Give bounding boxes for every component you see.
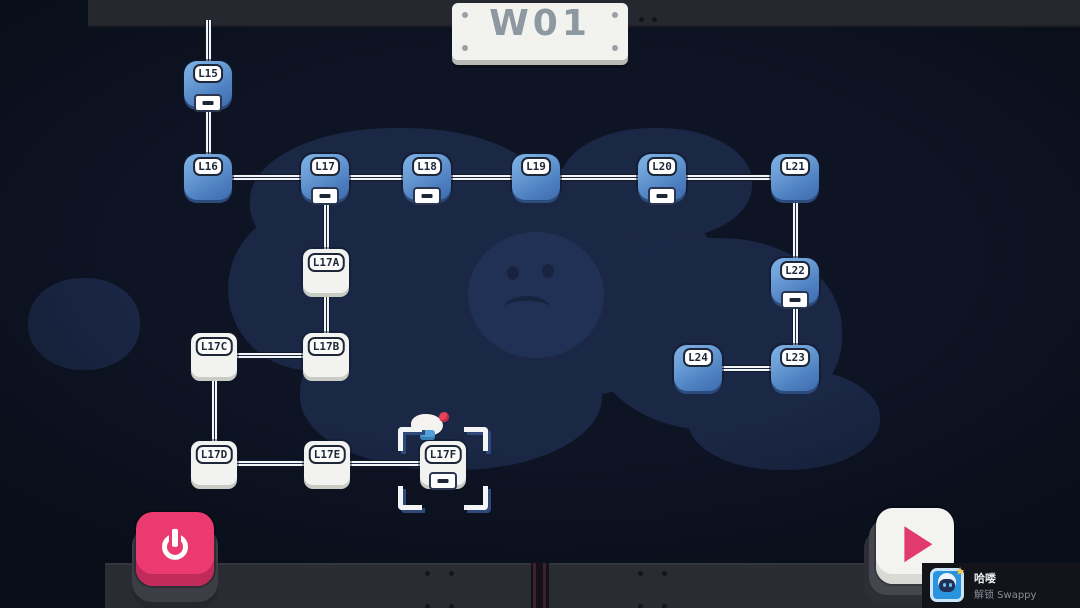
level-node-label: L18: [412, 157, 442, 176]
level-node-label: L17F: [424, 445, 462, 464]
power-button[interactable]: [131, 512, 219, 604]
node-slot-icon: [648, 187, 676, 205]
level-node-label: L24: [683, 348, 713, 367]
rivet-dot: [462, 12, 468, 18]
level-node-label: L17B: [307, 337, 345, 356]
star-icon: ★: [955, 565, 965, 578]
world-title-plate: W01: [452, 3, 628, 60]
level-node-label: L17E: [308, 445, 346, 464]
toast-subtitle: 解锁 Swappy: [974, 590, 1037, 601]
level-node-l18[interactable]: L18: [403, 154, 451, 205]
level-node-l17a[interactable]: L17A: [303, 249, 349, 293]
level-node-l16[interactable]: L16: [184, 154, 232, 200]
level-node-l19[interactable]: L19: [512, 154, 560, 200]
world-title: W01: [489, 3, 591, 44]
level-node-l17[interactable]: L17: [301, 154, 349, 205]
level-node-label: L16: [193, 157, 223, 176]
rivet-dot: [462, 45, 468, 51]
achievement-toast: ★ 哈喽 解锁 Swappy: [922, 563, 1080, 608]
level-node-label: L23: [780, 348, 810, 367]
node-slot-icon: [413, 187, 441, 205]
power-button-face: [136, 512, 214, 586]
node-slot-icon: [781, 291, 809, 309]
level-node-label: L17: [310, 157, 340, 176]
level-node-label: L19: [521, 157, 551, 176]
level-node-label: L21: [780, 157, 810, 176]
level-node-l20[interactable]: L20: [638, 154, 686, 205]
robot-eye: [943, 583, 946, 587]
robot-eye: [949, 583, 952, 587]
level-node-l22[interactable]: L22: [771, 258, 819, 309]
level-node-l17b[interactable]: L17B: [303, 333, 349, 377]
level-node-label: L15: [193, 64, 223, 83]
level-node-l17f[interactable]: L17F: [420, 441, 466, 490]
robot-face: [939, 579, 955, 592]
level-node-l24[interactable]: L24: [674, 345, 722, 391]
power-icon: [157, 528, 193, 565]
play-icon: [904, 526, 933, 563]
level-node-label: L22: [780, 261, 810, 280]
level-node-l17c[interactable]: L17C: [191, 333, 237, 377]
toast-title: 哈喽: [974, 572, 996, 585]
node-slot-icon: [311, 187, 339, 205]
level-node-l17d[interactable]: L17D: [191, 441, 237, 485]
level-node-label: L17A: [307, 253, 345, 272]
rivet-dot: [612, 45, 618, 51]
level-node-l23[interactable]: L23: [771, 345, 819, 391]
rivet-dot: [612, 12, 618, 18]
level-node-l21[interactable]: L21: [771, 154, 819, 200]
level-node-label: L17D: [195, 445, 233, 464]
level-node-l17e[interactable]: L17E: [304, 441, 350, 485]
node-slot-icon: [429, 472, 457, 490]
level-node-l15[interactable]: L15: [184, 61, 232, 112]
level-node-label: L17C: [195, 337, 233, 356]
node-slot-icon: [194, 94, 222, 112]
achievement-robot-icon: ★: [930, 565, 965, 602]
level-node-label: L20: [647, 157, 677, 176]
